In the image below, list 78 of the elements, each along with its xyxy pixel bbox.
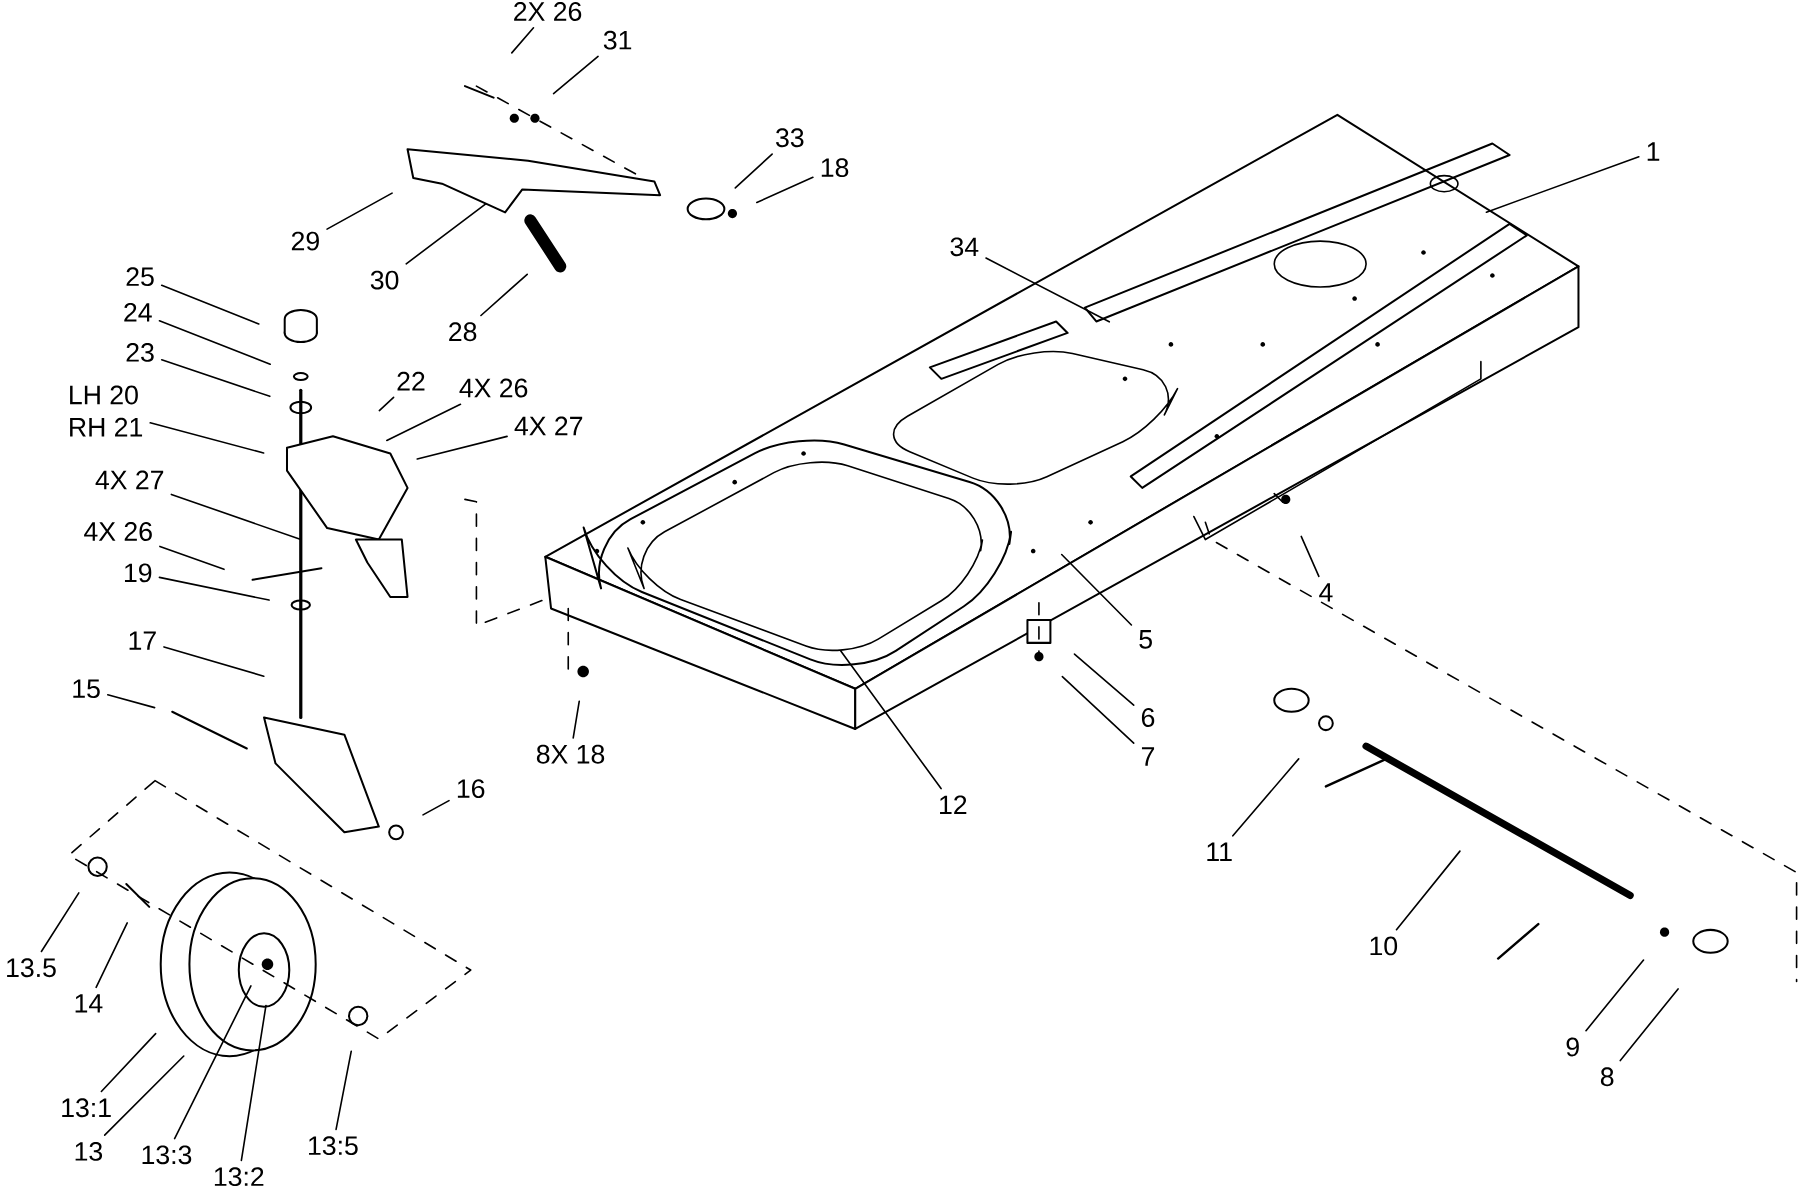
leader-line xyxy=(106,693,156,709)
leader-line xyxy=(1073,653,1135,707)
leader-line xyxy=(422,799,450,816)
leader-line xyxy=(149,422,265,454)
leader-line xyxy=(1061,675,1135,745)
callout-number: 13:5 xyxy=(309,1136,358,1156)
callout-number: 1 xyxy=(1647,142,1660,161)
callout-number: 22 xyxy=(397,371,425,391)
leader-line xyxy=(160,359,271,398)
callout-number: 5 xyxy=(1139,630,1152,649)
callout-number: 19 xyxy=(125,563,152,583)
leader-line xyxy=(378,396,395,412)
callout-number: 4X 27 xyxy=(514,416,583,436)
leader-line xyxy=(572,700,581,739)
callout-number: 33 xyxy=(776,128,804,148)
leader-line xyxy=(40,892,80,953)
leader-line xyxy=(840,650,942,790)
callout-number: 9 xyxy=(1566,1037,1579,1057)
callout-number: 4X 27 xyxy=(95,470,164,490)
callout-number: 12 xyxy=(940,795,967,815)
leader-line xyxy=(1585,959,1645,1032)
callout-number: 7 xyxy=(1141,747,1155,766)
callout-number: LH 20 RH 21 xyxy=(70,385,143,437)
callout-number: 15 xyxy=(73,679,100,699)
callout-number: 8 xyxy=(1600,1067,1614,1087)
callout-number: 13:3 xyxy=(142,1145,192,1165)
leader-line xyxy=(1485,155,1640,213)
leader-line xyxy=(159,545,225,571)
leader-line xyxy=(103,1055,185,1136)
leader-line xyxy=(158,576,270,601)
callout-number: 11 xyxy=(1207,842,1232,861)
callout-number: 6 xyxy=(1141,708,1155,727)
callout-number: 13 xyxy=(75,1142,103,1161)
callout-number: 17 xyxy=(129,631,156,650)
leader-line xyxy=(756,176,814,204)
callout-number: 8X 18 xyxy=(536,744,605,764)
callout-number: 4 xyxy=(1319,583,1333,602)
leader-line xyxy=(335,1050,353,1131)
leader-line xyxy=(386,403,462,442)
callout-number: 30 xyxy=(370,270,399,290)
leader-line xyxy=(170,493,302,541)
callout-number: 18 xyxy=(821,158,849,178)
callout-number: 31 xyxy=(603,30,632,50)
leader-line xyxy=(985,257,1111,323)
leader-line xyxy=(160,284,260,325)
callout-number: 29 xyxy=(291,231,319,251)
callout-number: 10 xyxy=(1370,936,1398,956)
leader-line xyxy=(405,203,487,265)
leader-line xyxy=(1300,535,1320,578)
leader-line xyxy=(326,192,393,230)
leader-line xyxy=(480,273,528,317)
leader-line xyxy=(158,320,271,366)
leader-line xyxy=(552,55,599,95)
callout-number: 25 xyxy=(126,267,154,287)
callout-number: 28 xyxy=(449,322,477,342)
callout-number: 24 xyxy=(124,303,152,322)
callout-number: 13:2 xyxy=(214,1167,264,1187)
leader-line xyxy=(95,922,129,989)
leader-line xyxy=(1395,850,1461,931)
leader-line xyxy=(1232,758,1300,837)
callout-number: 2X 26 xyxy=(514,2,582,21)
leader-line xyxy=(240,1004,267,1162)
callout-number: 23 xyxy=(126,343,154,362)
callout-number: 14 xyxy=(75,994,103,1013)
callout-number: 34 xyxy=(950,237,979,257)
callout-number: 4X 26 xyxy=(459,378,528,398)
leader-line xyxy=(734,153,773,189)
leader-line xyxy=(1060,553,1133,626)
leader-line xyxy=(510,27,535,54)
leader-line xyxy=(416,435,508,460)
leader-line xyxy=(173,985,252,1140)
callout-number: 13.5 xyxy=(7,958,56,978)
leader-line xyxy=(163,646,265,678)
callout-number: 4X 26 xyxy=(84,522,152,541)
leader-line xyxy=(1619,988,1679,1062)
callout-number: 16 xyxy=(457,779,485,799)
leader-line xyxy=(100,1032,157,1093)
callout-number: 13:1 xyxy=(62,1098,111,1118)
